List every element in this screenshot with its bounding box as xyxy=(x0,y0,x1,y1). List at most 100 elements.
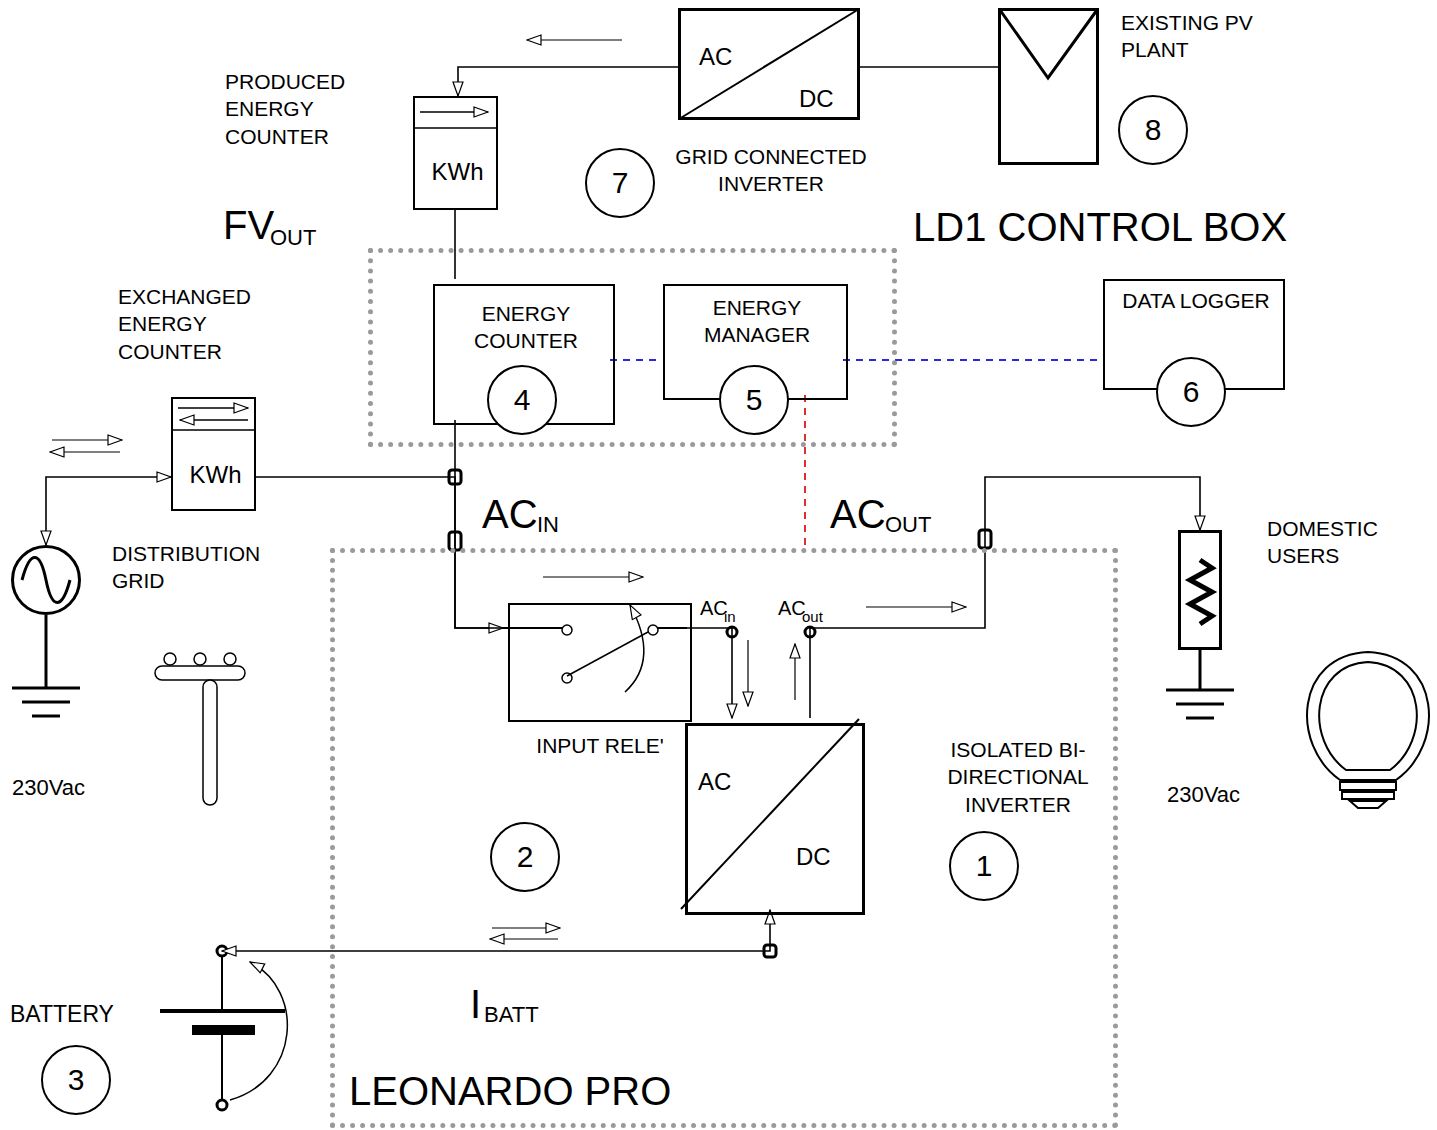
node-label: DC xyxy=(796,841,846,872)
bulb-symbol xyxy=(1307,652,1429,808)
bidirectional-inverter-box: ACDCISOLATED BI-DIRECTIONAL INVERTER xyxy=(685,723,865,915)
wire-connector xyxy=(46,477,171,545)
signal-label: AC xyxy=(482,494,538,534)
callout-number: 6 xyxy=(1156,357,1226,427)
line-art xyxy=(32,715,60,718)
line-art xyxy=(45,615,48,688)
signal-label: OUT xyxy=(885,514,931,536)
control-box-region: LD1 CONTROL BOXENERGY COUNTER4ENERGY MAN… xyxy=(368,248,897,447)
line-art xyxy=(1307,652,1429,780)
signal-link xyxy=(843,359,1103,361)
relay-symbol xyxy=(503,605,687,692)
line-art xyxy=(180,419,248,421)
line-art xyxy=(1340,782,1396,808)
input-relay-box: INPUT RELE' xyxy=(508,603,692,722)
line-art xyxy=(217,1100,227,1110)
callout-number: 7 xyxy=(585,148,655,218)
signal-label: I xyxy=(470,984,481,1024)
node-label: INPUT RELE' xyxy=(500,732,700,759)
callout-number: 3 xyxy=(41,1045,111,1115)
line-art xyxy=(1319,662,1417,770)
line-art xyxy=(171,429,256,431)
callout-number: 1 xyxy=(949,831,1019,901)
energy-manager-box: ENERGY MANAGER5 xyxy=(663,284,848,400)
signal-link xyxy=(610,359,658,361)
node-label: AC xyxy=(698,766,748,797)
signal-link xyxy=(804,395,806,548)
energy-counter-box: ENERGY COUNTER4 xyxy=(433,284,615,425)
line-art xyxy=(1166,689,1234,692)
line-art xyxy=(866,606,966,607)
signal-label: 230Vac xyxy=(1167,784,1240,806)
line-art xyxy=(221,956,223,1011)
signal-label: 230Vac xyxy=(12,777,85,799)
battery-symbol xyxy=(160,956,287,1100)
line-art xyxy=(192,1025,255,1035)
line-art xyxy=(567,632,648,676)
wire-connector xyxy=(687,628,732,718)
line-art xyxy=(1186,717,1214,720)
pv-panel-symbol xyxy=(1000,10,1097,78)
callout-number: 5 xyxy=(719,365,789,435)
line-art xyxy=(679,9,859,119)
node-label: LD1 CONTROL BOX xyxy=(913,201,1383,253)
line-art xyxy=(160,1009,285,1013)
node-label: ENERGY COUNTER xyxy=(451,300,601,355)
signal-label: AC xyxy=(700,598,728,618)
line-art xyxy=(527,39,622,40)
grid-source-symbol xyxy=(12,558,80,717)
grid-inverter-diagonal xyxy=(679,9,859,909)
line-art xyxy=(1190,560,1212,624)
produced-energy-meter: PRODUCED ENERGY COUNTERKWh xyxy=(413,96,498,210)
node-label: PRODUCED ENERGY COUNTER xyxy=(225,68,375,150)
callout-number: 2 xyxy=(490,822,560,892)
line-art xyxy=(490,938,558,939)
line-art xyxy=(794,644,795,700)
callout-number: 8 xyxy=(1118,95,1188,165)
line-art xyxy=(420,111,488,113)
line-art xyxy=(648,625,658,635)
node-label: AC xyxy=(699,41,749,72)
signal-label: OUT xyxy=(270,227,316,249)
line-art xyxy=(681,719,859,909)
signal-label: BATT xyxy=(484,1004,539,1026)
line-art xyxy=(747,640,748,706)
thermometer-symbol xyxy=(155,653,245,805)
wire-connector xyxy=(454,210,456,279)
line-art xyxy=(1199,650,1202,690)
signal-label: AC xyxy=(778,598,806,618)
node-label: DOMESTIC USERS xyxy=(1267,515,1417,570)
exchanged-energy-meter: EXCHANGED ENERGY COUNTERKWh xyxy=(171,397,256,511)
callout-number: 4 xyxy=(487,365,557,435)
node-label: KWh xyxy=(415,156,500,187)
domestic-users-load: DOMESTIC USERS xyxy=(1178,530,1222,650)
node-label: EXCHANGED ENERGY COUNTER xyxy=(118,283,268,365)
wire-connector xyxy=(458,67,678,96)
signal-label: FV xyxy=(223,205,274,245)
line-art xyxy=(492,927,560,928)
line-art xyxy=(12,687,80,690)
line-art xyxy=(230,962,287,1100)
line-art xyxy=(562,625,572,635)
line-art xyxy=(1176,703,1224,706)
signal-label: IN xyxy=(537,514,559,536)
wire-connector xyxy=(222,910,770,951)
signal-label: out xyxy=(802,609,823,624)
line-art xyxy=(22,701,70,704)
node-label: ENERGY MANAGER xyxy=(682,294,832,349)
distribution-grid-source: DISTRIBUTION GRID xyxy=(11,545,81,615)
grid-inverter-box: ACDCGRID CONNECTED INVERTER xyxy=(678,8,860,120)
node-label: DATA LOGGER xyxy=(1121,287,1271,314)
ground-symbol xyxy=(1166,650,1234,718)
line-art xyxy=(625,605,644,692)
battery: BATTERY xyxy=(160,945,285,1110)
line-art xyxy=(1000,10,1097,78)
signal-label: in xyxy=(724,609,736,624)
line-art xyxy=(658,627,687,629)
line-art xyxy=(194,653,206,665)
flow-arrows xyxy=(50,40,966,939)
node-label: KWh xyxy=(173,459,258,490)
line-art xyxy=(164,653,176,665)
data-logger-box: DATA LOGGER6 xyxy=(1103,279,1285,390)
